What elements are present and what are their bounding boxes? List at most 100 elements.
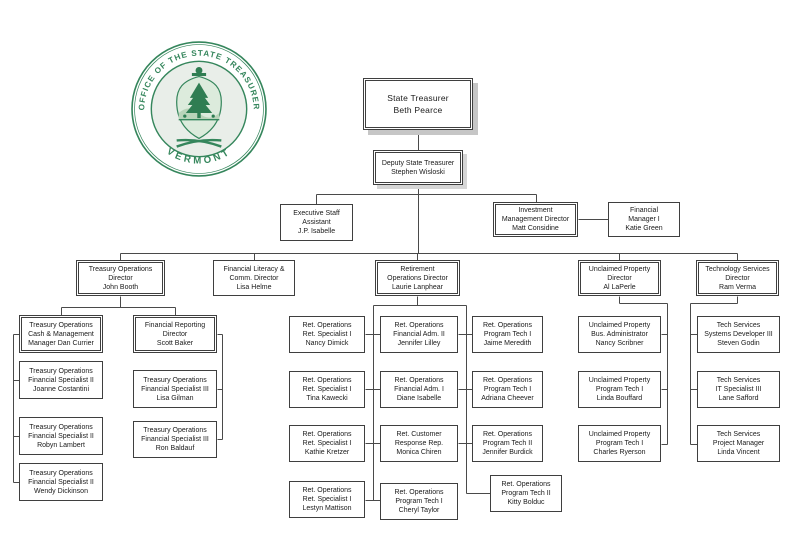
org-node-text-line: Ret. Operations [394, 489, 444, 496]
org-node-text-line: Ret. Specialist I [302, 440, 352, 447]
org-node-text-line: Ret. Operations [394, 322, 444, 329]
org-node-text-line: Financial Adm. I [394, 386, 444, 393]
org-node-text-line: Unclaimed Property [588, 322, 651, 329]
org-node-text-line: Financial Specialist II [28, 432, 94, 440]
org-node-text-line: Financial Reporting [144, 321, 206, 329]
vermont-treasurer-seal: OFFICE OF THE STATE TREASURER VERMONT [131, 41, 267, 177]
org-node-text-line: Treasury Operations [143, 376, 207, 384]
org-node-text-line: IT Specialist III [715, 386, 762, 393]
org-node-text-line: Lisa Helme [236, 283, 272, 291]
org-node-text-line: Director [607, 274, 632, 282]
org-node-text-line: Treasury Operations [29, 469, 93, 477]
org-node-text-line: Ron Baldauf [155, 445, 195, 452]
org-node-text-line: Monica Chiren [396, 449, 442, 456]
org-node-text-line: J.P. Isabelle [297, 228, 336, 235]
org-node-text-line: Adriana Cheever [481, 395, 534, 402]
org-node-text-line: Treasury Operations [29, 423, 93, 431]
org-node-text-line: Program Tech I [595, 386, 644, 393]
org-node-text-line: Manager Dan Currier [28, 339, 94, 347]
org-node-text-line: Katie Green [625, 225, 663, 232]
org-node-text-line: Financial Specialist II [28, 478, 94, 486]
org-node-text-line: Tech Services [716, 377, 761, 384]
org-node-text-line: Nancy Scribner [595, 340, 644, 347]
org-node-text-line: Program Tech I [483, 386, 532, 393]
org-node-text-line: Ret. Operations [501, 481, 551, 488]
org-node-text-line: Kitty Bolduc [507, 499, 545, 506]
org-node-text-line: Charles Ryerson [593, 449, 646, 456]
org-node-text-line: Cheryl Taylor [398, 507, 440, 514]
org-node-text-line: Laurie Lanphear [392, 283, 443, 291]
org-node-text-line: Jennifer Lilley [397, 340, 441, 347]
org-node-text-line: Scott Baker [156, 339, 194, 347]
org-node-text-line: Al LaPerle [603, 283, 636, 291]
org-node-text-line: Financial Specialist III [141, 385, 209, 393]
org-node-text-line: Program Tech I [395, 498, 443, 505]
org-node-text-line: Program Tech I [483, 331, 532, 338]
org-node-text-line: Response Rep. [394, 440, 444, 447]
org-node-text-line: Treasury Operations [143, 427, 207, 434]
org-node-text-line: Operations Director [387, 274, 448, 282]
org-node-text-line: State Treasurer [387, 93, 449, 103]
org-node-text-line: Kathie Kretzer [304, 449, 350, 456]
org-node-text-line: Ram Verma [719, 283, 756, 291]
org-node-text-line: Bus. Administrator [591, 331, 648, 338]
org-node-text-line: Wendy Dickinson [34, 487, 88, 495]
seal-coat-of-arms-icon [176, 66, 222, 148]
org-node-text-line: Ret. Operations [482, 377, 533, 384]
org-node-text-line: Tech Services [716, 431, 761, 438]
org-node-text-line: Cash & Management [28, 330, 94, 338]
org-node-text-line: Ret. Operations [302, 322, 352, 329]
org-node-text-line: Linda Vincent [717, 449, 760, 456]
org-node-text-line: Ret. Operations [482, 322, 533, 329]
org-node-text-line: Treasury Operations [29, 367, 93, 375]
org-node-text-line: Matt Considine [512, 225, 559, 232]
org-node-text-line: Ret. Customer [396, 431, 442, 438]
org-node-text-line: Diane Isabelle [396, 395, 442, 402]
org-node-text-line: Director [162, 330, 188, 338]
org-node-text-line: Financial Specialist II [28, 376, 94, 384]
org-node-text-line: Unclaimed Property [588, 265, 651, 273]
org-node-text-line: Director [108, 274, 133, 282]
org-node-text-line: Ret. Operations [302, 487, 352, 494]
org-node-text-line: Linda Bouffard [596, 395, 643, 402]
org-node-text-line: Ret. Operations [302, 377, 352, 384]
org-node-text-line: Retirement [400, 265, 435, 273]
org-node-text-line: Steven Godin [717, 340, 760, 347]
org-node-text-line: Executive Staff [293, 210, 340, 217]
org-node-text-line: Director [725, 274, 750, 282]
org-node-text-line: Deputy State Treasurer [381, 159, 455, 167]
org-node-text-line: Tina Kawecki [306, 395, 348, 402]
org-node-text-line: Lisa Gilman [156, 394, 194, 402]
org-node-text-line: Financial [629, 207, 658, 214]
org-node-text-line: Ret. Operations [302, 431, 352, 438]
